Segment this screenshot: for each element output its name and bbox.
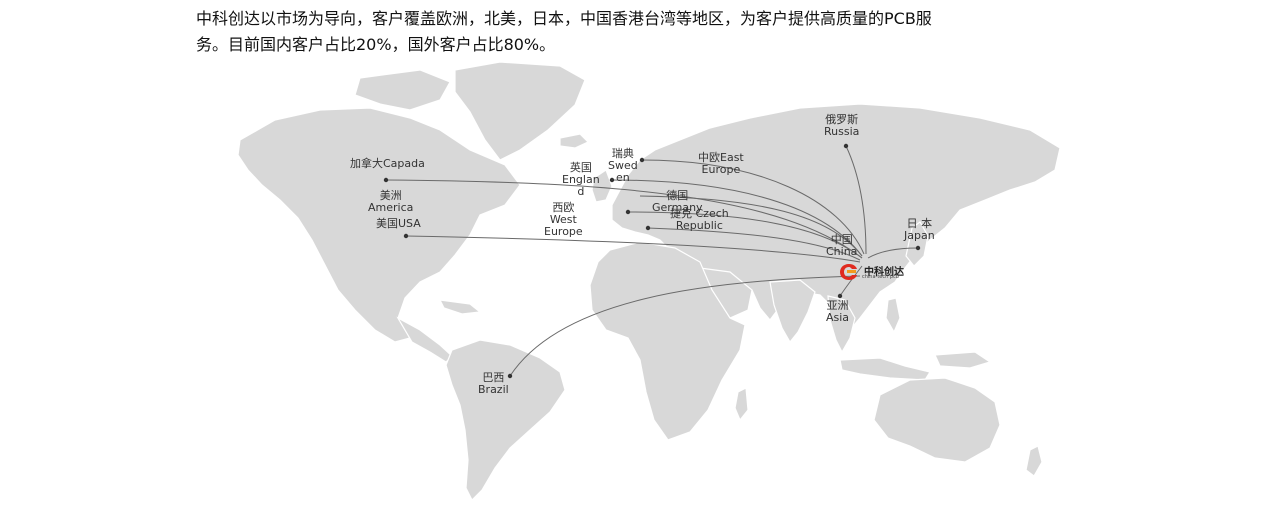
logo-text-en: china-tech pcb — [862, 274, 899, 280]
label-russia: 俄罗斯 Russia — [824, 113, 860, 138]
dot-canada — [383, 177, 389, 183]
label-japan: 日 本 Japan — [904, 217, 935, 242]
landmass-australia — [873, 377, 1001, 463]
label-east-europe: 中欧East Europe — [698, 151, 744, 176]
landmass-british-isles — [591, 169, 613, 203]
label-czech: 捷克 Czech Republic — [670, 207, 729, 232]
landmass-africa — [589, 241, 746, 441]
landmass-caribbean — [438, 299, 482, 315]
landmass-south-america — [445, 339, 566, 502]
landmass-north-america — [237, 107, 521, 343]
dot-england — [609, 177, 615, 183]
dot-sweden — [639, 157, 645, 163]
route-germany — [627, 211, 863, 259]
dot-brazil — [507, 373, 513, 379]
landmass-madagascar — [734, 387, 749, 422]
label-china: 中国 China — [826, 233, 858, 258]
logo-mark-icon — [840, 264, 857, 280]
route-brazil — [509, 275, 861, 377]
route-east-europe — [639, 195, 863, 257]
dot-czech — [645, 225, 651, 231]
label-america: 美洲 America — [368, 189, 414, 214]
route-canada — [385, 179, 863, 259]
route-england — [611, 179, 863, 257]
dot-russia — [843, 143, 849, 149]
label-sweden: 瑞典 Swed en — [608, 147, 638, 184]
landmass-iceland — [559, 133, 590, 149]
label-asia: 亚洲 Asia — [826, 299, 850, 324]
landmass-southeast-asia — [827, 295, 856, 354]
dot-germany — [625, 209, 631, 215]
company-logo: 中科创达 china-tech pcb — [838, 262, 904, 282]
intro-line-2: 务。目前国内客户占比20%，国外客户占比80%。 — [196, 35, 556, 54]
label-west-europe: 西欧 West Europe — [544, 201, 583, 238]
landmass-indonesia — [839, 357, 931, 381]
landmass-central-america — [396, 316, 453, 363]
landmass-arctic-islands — [354, 69, 451, 111]
route-sweden — [641, 159, 865, 255]
route-russia — [845, 145, 867, 255]
dot-japan — [915, 245, 921, 251]
route-czech — [647, 227, 861, 261]
landmass-greenland — [454, 61, 586, 161]
label-england: 英国 Englan d — [562, 161, 600, 198]
dot-asia — [837, 293, 843, 299]
dot-usa — [403, 233, 409, 239]
label-brazil: 巴西 Brazil — [478, 371, 509, 396]
route-japan — [867, 247, 919, 259]
landmass-philippines — [885, 297, 901, 334]
landmass-new-guinea — [934, 351, 992, 369]
intro-text: 中科创达以市场为导向，客户覆盖欧洲，北美，日本，中国香港台湾等地区，为客户提供高… — [196, 6, 1036, 58]
landmass-new-zealand — [1025, 445, 1043, 477]
intro-line-1: 中科创达以市场为导向，客户覆盖欧洲，北美，日本，中国香港台湾等地区，为客户提供高… — [196, 9, 932, 28]
logo-text-cn: 中科创达 — [864, 267, 904, 278]
route-usa — [405, 235, 861, 263]
label-usa: 美国USA — [376, 217, 421, 230]
landmass-japan — [905, 221, 929, 267]
landmass-india — [769, 279, 816, 344]
label-canada: 加拿大Capada — [350, 157, 425, 170]
label-germany: 德国 Germany — [652, 189, 703, 214]
